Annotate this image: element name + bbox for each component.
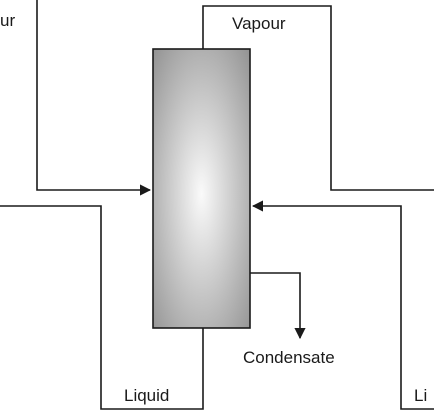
- vapour-outlet-line: [202, 5, 434, 191]
- vapour-inlet-line: [36, 0, 152, 196]
- liquid-inlet-line: [251, 200, 434, 410]
- vapour-left-label: ur: [0, 11, 15, 30]
- liquid-outlet-line: [0, 205, 204, 410]
- liquid-right-label: Li: [414, 386, 427, 405]
- condensate-outlet-line: [250, 272, 306, 340]
- condensate-label: Condensate: [243, 348, 335, 367]
- column-vessel: [152, 48, 251, 329]
- vapour-right-label: Vapour: [232, 14, 286, 33]
- liquid-left-label: Liquid: [124, 386, 169, 405]
